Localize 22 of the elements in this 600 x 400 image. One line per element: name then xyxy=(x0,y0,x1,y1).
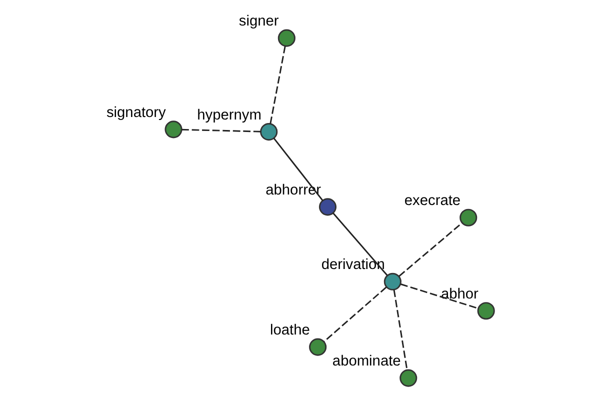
node-label: hypernym xyxy=(196,107,261,124)
node-circle xyxy=(277,29,295,47)
connector xyxy=(181,128,260,132)
node-label: loathe xyxy=(270,322,310,339)
node-circle xyxy=(318,198,336,216)
node-circle xyxy=(459,208,477,226)
node-label: signatory xyxy=(106,104,166,121)
node-circle xyxy=(399,369,417,387)
node-label: abhor xyxy=(440,286,478,302)
connector xyxy=(323,286,386,342)
connector xyxy=(269,46,286,124)
connector xyxy=(400,283,478,310)
connector xyxy=(398,222,462,277)
node-circle xyxy=(476,302,494,320)
node-label: signer xyxy=(238,14,278,30)
node-circle xyxy=(260,123,278,141)
node-circle xyxy=(383,272,401,290)
node-label: abominate xyxy=(332,354,400,370)
connector xyxy=(392,290,408,370)
node-circle xyxy=(308,338,326,356)
node-circle xyxy=(164,120,182,138)
node-label: execrate xyxy=(404,193,460,210)
